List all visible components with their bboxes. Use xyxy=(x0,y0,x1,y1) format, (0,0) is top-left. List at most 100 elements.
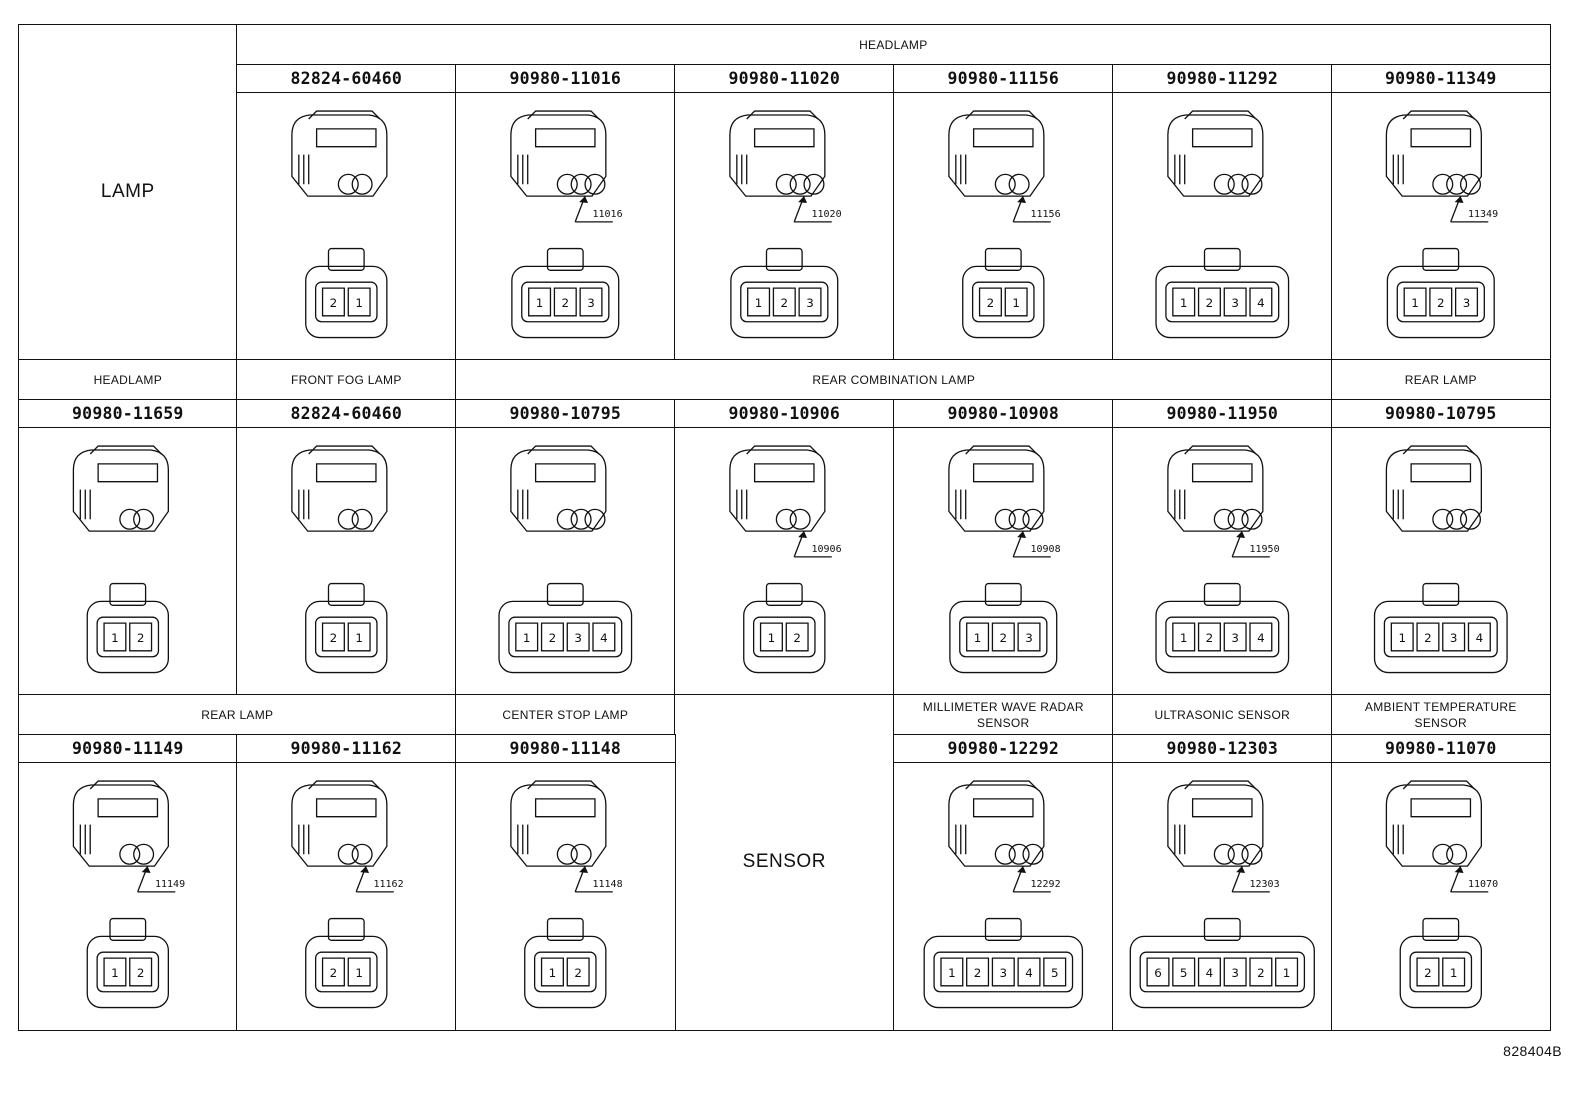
pin-number: 2 xyxy=(974,966,982,980)
pin-number: 3 xyxy=(1231,966,1239,980)
part-number-82824-60460: 82824-60460 xyxy=(236,399,457,429)
pin-number: 3 xyxy=(1450,631,1458,645)
pin-number: 2 xyxy=(987,296,995,310)
pin-number: 3 xyxy=(1231,631,1239,645)
pin-number: 3 xyxy=(1463,296,1471,310)
connector-housing-icon xyxy=(1386,446,1481,531)
callout-label: 12303 xyxy=(1249,879,1280,890)
part-number-90980-12292: 90980-12292 xyxy=(893,734,1114,764)
connector-housing-icon xyxy=(1168,111,1263,196)
connector-housing-icon xyxy=(292,111,387,196)
group-headlamp: HEADLAMP xyxy=(236,24,1551,66)
connector-housing-icon xyxy=(1168,781,1270,892)
group-rear-combination-lamp: REAR COMBINATION LAMP xyxy=(455,359,1333,401)
callout-label: 11162 xyxy=(373,879,404,890)
callout-label: 11156 xyxy=(1030,209,1061,220)
pin-number: 1 xyxy=(1411,296,1419,310)
pin-number: 1 xyxy=(111,966,119,980)
pin-number: 2 xyxy=(549,631,557,645)
pin-number: 2 xyxy=(781,296,789,310)
pin-number: 2 xyxy=(330,631,338,645)
pin-number: 3 xyxy=(1000,966,1008,980)
part-number-90980-11292: 90980-11292 xyxy=(1112,64,1333,94)
pin-number: 1 xyxy=(1283,966,1291,980)
pin-number: 3 xyxy=(574,631,582,645)
pin-number: 2 xyxy=(574,966,582,980)
pin-number: 3 xyxy=(1231,296,1239,310)
pin-number: 4 xyxy=(1206,966,1214,980)
part-number-90980-10795: 90980-10795 xyxy=(1331,399,1551,429)
callout-label: 11016 xyxy=(592,209,623,220)
part-number-90980-11016: 90980-11016 xyxy=(455,64,676,94)
group-ultrasonic-sensor: ULTRASONIC SENSOR xyxy=(1112,694,1333,736)
part-number-90980-11659: 90980-11659 xyxy=(18,399,238,429)
pin-number: 6 xyxy=(1154,966,1162,980)
pin-number: 4 xyxy=(1257,631,1265,645)
pin-number: 1 xyxy=(523,631,531,645)
pin-number: 1 xyxy=(974,631,982,645)
callout-label: 11950 xyxy=(1249,544,1280,555)
part-number-90980-10906: 90980-10906 xyxy=(674,399,895,429)
pin-number: 4 xyxy=(1476,631,1484,645)
pin-number: 2 xyxy=(1424,966,1432,980)
connector-housing-icon xyxy=(511,446,606,531)
callout-label: 11020 xyxy=(811,209,842,220)
connector-housing-icon xyxy=(292,781,394,892)
callout-label: 11149 xyxy=(155,879,186,890)
connector-housing-icon xyxy=(730,111,832,222)
callout-label: 11349 xyxy=(1468,209,1499,220)
pin-number: 1 xyxy=(1180,296,1188,310)
pin-number: 1 xyxy=(355,966,363,980)
pin-number: 2 xyxy=(793,631,801,645)
pin-number: 4 xyxy=(1025,966,1033,980)
pin-number: 1 xyxy=(1450,966,1458,980)
pin-number: 2 xyxy=(330,296,338,310)
pin-number: 2 xyxy=(1206,296,1214,310)
pin-number: 2 xyxy=(137,966,145,980)
group-headlamp-2: HEADLAMP xyxy=(18,359,238,401)
group-rear-lamp: REAR LAMP xyxy=(1331,359,1551,401)
connector-housing-icon xyxy=(949,781,1051,892)
connector-housing-icon xyxy=(1386,781,1488,892)
pin-number: 2 xyxy=(1206,631,1214,645)
connector-housing-icon xyxy=(1386,111,1488,222)
pin-number: 2 xyxy=(137,631,145,645)
pin-number: 1 xyxy=(355,631,363,645)
group-ambient-temperature-sensor: AMBIENT TEMPERATURE SENSOR xyxy=(1331,694,1551,736)
connector-housing-icon xyxy=(73,781,175,892)
pin-number: 2 xyxy=(1000,631,1008,645)
group-front-fog-lamp: FRONT FOG LAMP xyxy=(236,359,457,401)
pin-number: 1 xyxy=(948,966,956,980)
